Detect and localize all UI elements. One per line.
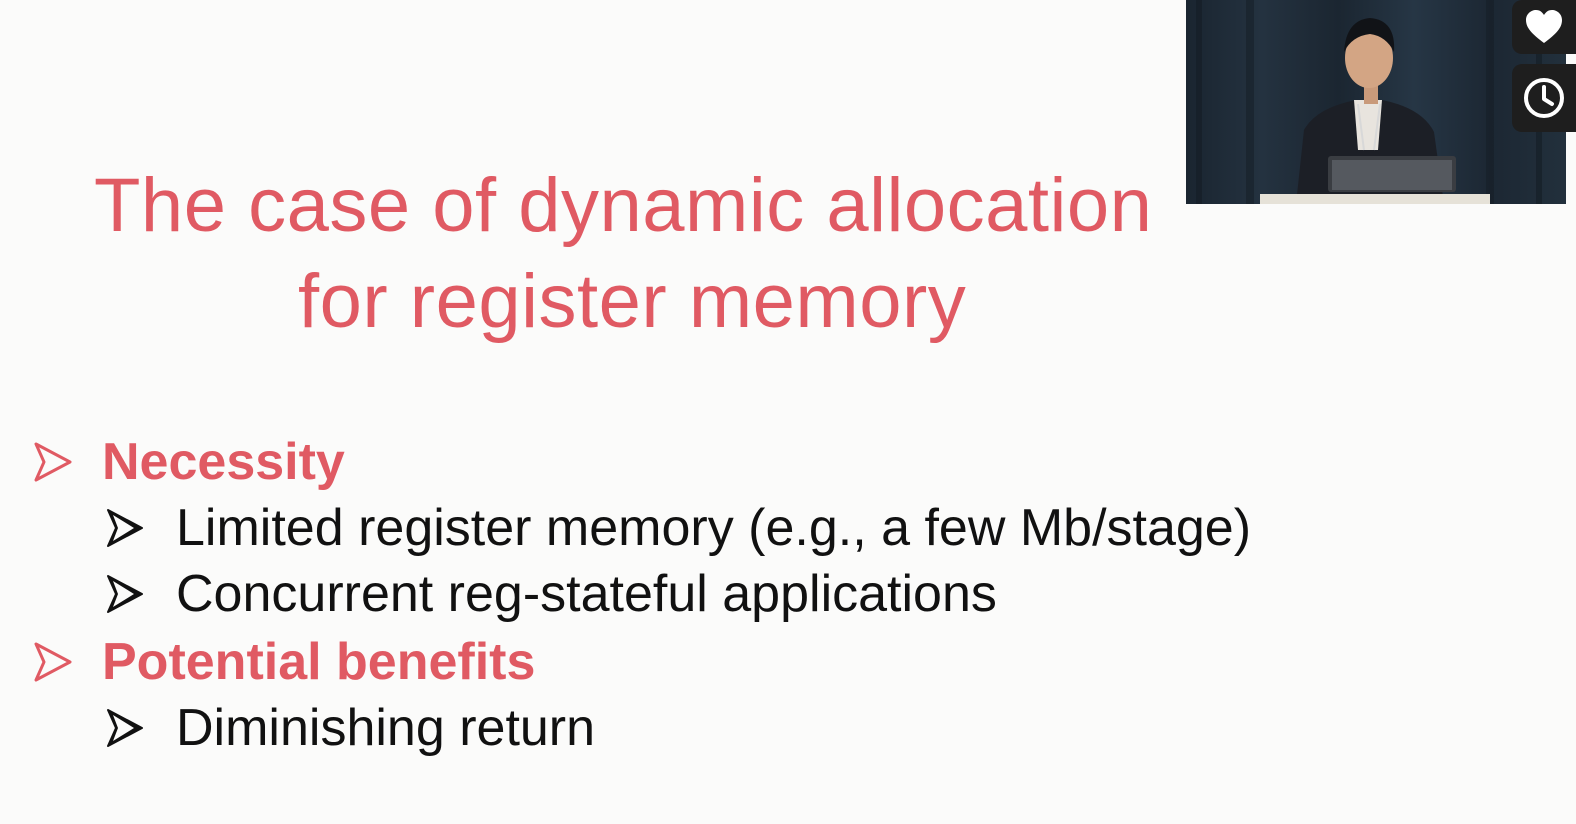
watch-later-button[interactable]: [1512, 64, 1576, 132]
arrowhead-bullet-icon: [34, 442, 72, 482]
bullet-item: Diminishing return: [106, 698, 595, 758]
arrowhead-bullet-icon: [107, 575, 143, 613]
clock-icon: [1524, 78, 1564, 118]
bullet-text: Concurrent reg-stateful applications: [176, 565, 997, 623]
bullet-text: Diminishing return: [176, 699, 596, 757]
arrowhead-bullet-icon: [34, 642, 72, 682]
bullet-item: Limited register memory (e.g., a few Mb/…: [106, 498, 1251, 558]
bullet-text: Necessity: [102, 433, 345, 491]
bullet-text: Potential benefits: [102, 633, 536, 691]
heart-icon: [1526, 10, 1562, 43]
bullet-text: Limited register memory (e.g., a few Mb/…: [176, 499, 1252, 557]
speaker-video[interactable]: [1186, 0, 1566, 204]
arrowhead-bullet-icon: [107, 709, 143, 747]
slide-title-line-1: The case of dynamic allocation: [94, 163, 1153, 248]
speaker-video-thumbnail: [1186, 0, 1566, 204]
bullet-item: Potential benefits: [34, 632, 535, 692]
like-button[interactable]: [1512, 0, 1576, 54]
slide-title-line-2: for register memory: [298, 259, 967, 344]
bullet-item: Necessity: [34, 432, 345, 492]
arrowhead-bullet-icon: [107, 509, 143, 547]
bullet-item: Concurrent reg-stateful applications: [106, 564, 997, 624]
